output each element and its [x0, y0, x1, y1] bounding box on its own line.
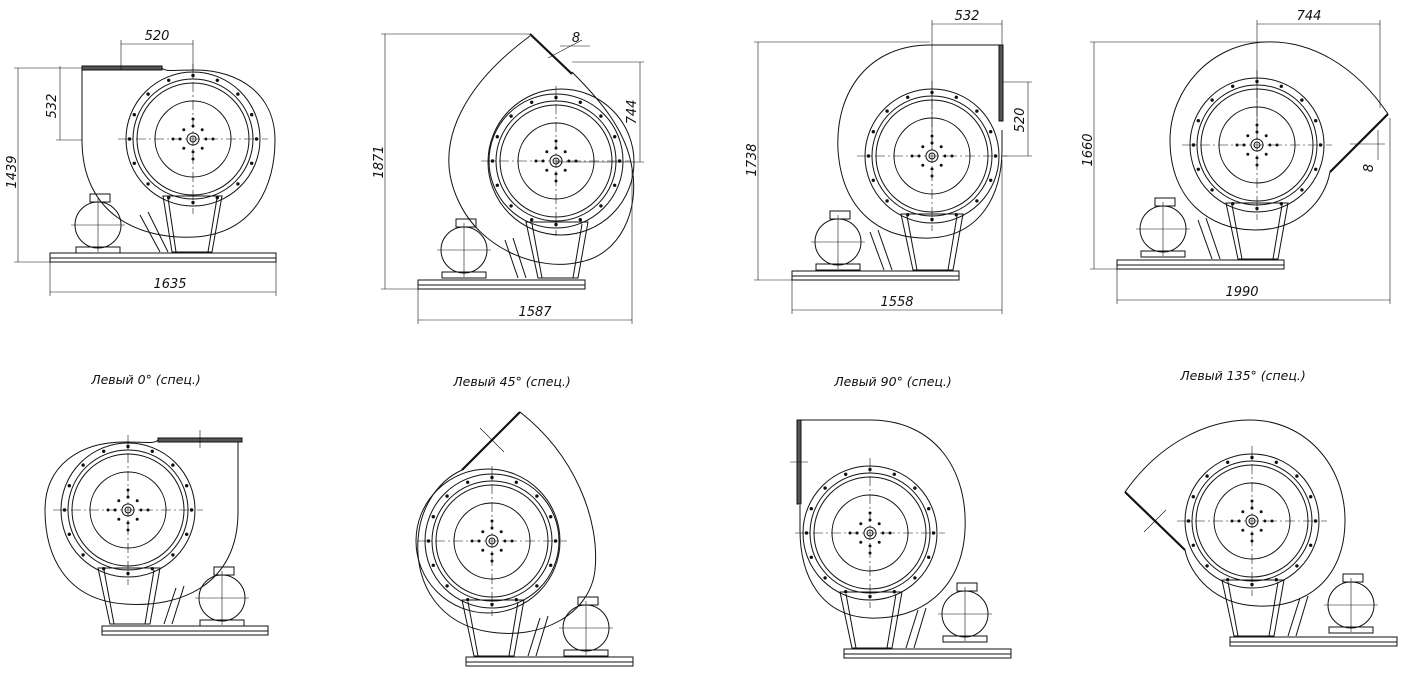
- dim-width: 1587: [518, 305, 552, 320]
- dim-outlet-width: 520: [145, 29, 170, 44]
- dim-outlet-height: 532: [45, 94, 60, 119]
- dim-width: 1635: [153, 277, 186, 292]
- caption-left-90: Левый 90° (спец.): [833, 374, 952, 389]
- dim-outlet-width: 532: [955, 9, 980, 24]
- dim-flange-thickness: 8: [1362, 164, 1377, 172]
- dim-outlet-width: 744: [1297, 9, 1322, 24]
- view-spec-45: [415, 411, 634, 667]
- dim-width: 1558: [880, 295, 913, 310]
- dim-height: 1871: [372, 145, 387, 178]
- view-left-135: 1660 744 8 1990: [1081, 9, 1391, 304]
- view-left-90: 1738 532 520 1558: [745, 9, 1032, 314]
- dim-width: 1990: [1225, 285, 1258, 300]
- view-spec-90: [790, 419, 1012, 659]
- view-left-45: 1871 744 8 1587: [372, 31, 644, 324]
- caption-left-0: Левый 0° (спец.): [90, 372, 201, 387]
- dim-outlet-height: 520: [1013, 108, 1028, 133]
- view-spec-0: [44, 430, 269, 636]
- dim-height: 1439: [5, 155, 20, 188]
- caption-left-45: Левый 45° (спец.): [452, 374, 571, 389]
- view-left-0: 1439 532 520 1635: [5, 29, 277, 296]
- dim-height: 1738: [745, 143, 760, 176]
- caption-left-135: Левый 135° (спец.): [1179, 368, 1305, 383]
- dim-flange-thickness: 8: [572, 31, 580, 46]
- dim-height: 1660: [1081, 133, 1096, 166]
- dim-outlet-width: 744: [625, 100, 640, 125]
- view-spec-135: [1124, 419, 1398, 647]
